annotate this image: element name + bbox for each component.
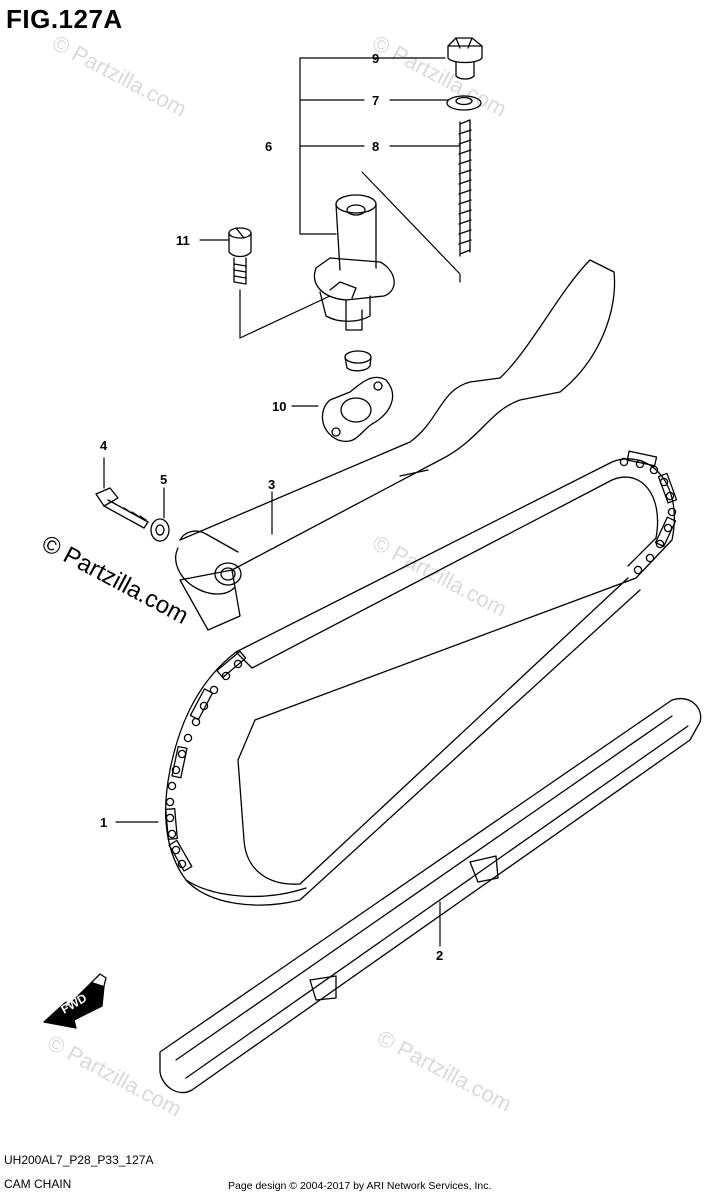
bolt[interactable] xyxy=(95,487,149,529)
leader-lines xyxy=(103,57,461,947)
gasket-washer[interactable] xyxy=(446,95,482,111)
adjuster-gasket[interactable] xyxy=(321,376,394,443)
callout-1: 1 xyxy=(100,815,107,830)
callout-11: 11 xyxy=(176,233,190,248)
callout-2: 2 xyxy=(436,948,443,963)
callout-8: 8 xyxy=(372,139,379,154)
figure-title: FIG.127A xyxy=(6,4,123,34)
callout-labels: 9 7 6 8 11 10 4 5 3 1 2 xyxy=(100,51,443,963)
forward-direction-arrow: FWD xyxy=(43,973,107,1029)
callout-7: 7 xyxy=(372,93,379,108)
callout-10: 10 xyxy=(272,399,286,414)
cam-chain[interactable] xyxy=(165,450,678,906)
tensioner-arm[interactable] xyxy=(175,259,616,631)
callout-6: 6 xyxy=(265,139,272,154)
tensioner-adjuster[interactable] xyxy=(313,194,395,372)
callout-4: 4 xyxy=(100,438,108,453)
cap-bolt[interactable] xyxy=(447,37,483,80)
chain-links-right xyxy=(619,450,678,575)
spring[interactable] xyxy=(458,119,472,257)
washer[interactable] xyxy=(150,518,170,542)
adjuster-bolt[interactable] xyxy=(228,227,252,285)
chain-guide[interactable] xyxy=(159,697,702,1094)
diagram-description: CAM CHAIN xyxy=(4,1177,72,1191)
chain-links-left xyxy=(165,650,247,872)
callout-5: 5 xyxy=(160,472,167,487)
callout-9: 9 xyxy=(372,51,379,66)
diagram-code: UH200AL7_P28_P33_127A xyxy=(4,1153,154,1167)
callout-3: 3 xyxy=(268,477,275,492)
page-credit: Page design © 2004-2017 by ARI Network S… xyxy=(228,1180,492,1192)
